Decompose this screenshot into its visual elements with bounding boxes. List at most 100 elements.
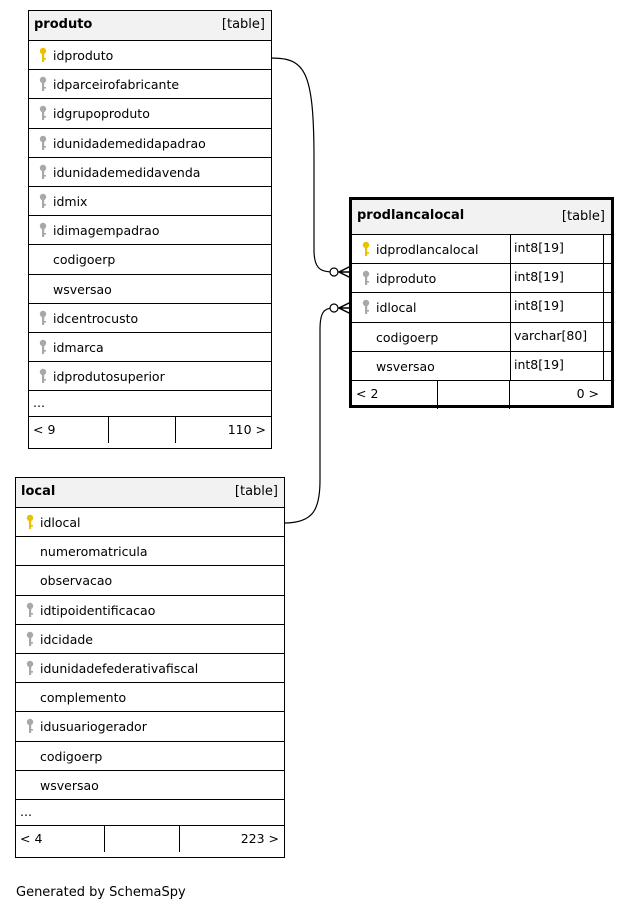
column-row[interactable]: idproduto int8[19] [352, 264, 611, 294]
column-name: idproduto [376, 271, 437, 287]
table-header: local [table] [16, 478, 284, 508]
column-name: idprodlancalocal [376, 242, 479, 257]
primary-key-icon [38, 47, 48, 63]
foreign-key-icon [25, 631, 35, 647]
column-name: wsversao [40, 777, 99, 793]
foreign-key-icon [38, 76, 48, 92]
column-row[interactable]: codigoerp varchar[80] [352, 322, 611, 352]
column-row[interactable]: idmarca [29, 333, 271, 363]
child-count[interactable]: 223 > [240, 830, 279, 846]
foreign-key-icon [361, 270, 371, 286]
table-header: prodlancalocal [table] [352, 200, 611, 235]
edge-optional-marker [329, 267, 339, 277]
column-type: int8[19] [510, 293, 604, 322]
column-name: wsversao [376, 358, 435, 374]
column-name: idcidade [40, 631, 93, 647]
column-row[interactable]: idlocal [16, 508, 284, 538]
column-type: varchar[80] [510, 322, 604, 351]
foreign-key-icon [38, 368, 48, 384]
foreign-key-icon [38, 135, 48, 151]
column-name: codigoerp [376, 329, 439, 345]
column-row[interactable]: idgrupoproduto [29, 99, 271, 129]
column-name: idimagempadrao [53, 223, 160, 239]
parent-count[interactable]: < 9 [33, 422, 56, 438]
column-name: observacao [40, 573, 113, 589]
foreign-key-icon [38, 310, 48, 326]
table-footer: < 4 223 > [16, 825, 284, 852]
column-row[interactable]: numeromatricula [16, 537, 284, 567]
table-local[interactable]: local [table] idlocal numeromatricula obse… [15, 477, 285, 858]
parent-count[interactable]: < 4 [20, 830, 43, 846]
foreign-key-icon [38, 222, 48, 238]
more-columns: ... [29, 391, 271, 418]
generated-by-label: Generated by SchemaSpy [16, 885, 186, 900]
column-type: int8[19] [510, 351, 604, 380]
column-row[interactable]: idmix [29, 187, 271, 217]
column-name: idlocal [376, 300, 417, 316]
column-row[interactable]: idtipoidentificacao [16, 596, 284, 625]
parent-count[interactable]: < 2 [356, 385, 379, 401]
column-list: idlocal numeromatricula observacao idtipoid… [16, 508, 284, 800]
table-header: produto [table] [29, 11, 271, 41]
column-name: idunidademedidavenda [53, 164, 201, 180]
column-name: idgrupoproduto [53, 106, 150, 122]
column-name: idusuariogerador [40, 719, 147, 735]
column-name: idunidademedidapadrao [53, 135, 206, 151]
child-count[interactable]: 110 > [227, 422, 266, 438]
foreign-key-icon [38, 193, 48, 209]
column-row[interactable]: complemento [16, 683, 284, 713]
column-row[interactable]: idprodutosuperior [29, 362, 271, 392]
column-name: idproduto [53, 48, 114, 63]
column-name: codigoerp [40, 748, 103, 764]
column-row[interactable]: idunidadefederativafiscal [16, 654, 284, 684]
foreign-key-icon [25, 602, 35, 618]
column-row[interactable]: idcidade [16, 625, 284, 654]
column-name: idmix [53, 193, 88, 209]
table-name[interactable]: prodlancalocal [357, 208, 465, 223]
table-kind: [table] [561, 209, 605, 224]
column-name: codigoerp [53, 252, 116, 268]
column-name: idparceirofabricante [53, 77, 180, 93]
table-name[interactable]: produto [34, 17, 93, 32]
foreign-key-icon [38, 164, 48, 180]
column-row[interactable]: idimagempadrao [29, 216, 271, 246]
table-name[interactable]: local [21, 484, 56, 499]
column-row[interactable]: codigoerp [16, 742, 284, 771]
child-count[interactable]: 0 > [576, 385, 599, 401]
column-row[interactable]: idusuariogerador [16, 712, 284, 742]
column-row[interactable]: idproduto [29, 41, 271, 71]
column-type: int8[19] [510, 235, 604, 264]
column-row[interactable]: wsversao [29, 275, 271, 304]
column-row[interactable]: idparceirofabricante [29, 70, 271, 100]
edge-prodlancalocal-local [283, 307, 334, 524]
column-row[interactable]: idunidademedidavenda [29, 158, 271, 187]
foreign-key-icon [38, 105, 48, 121]
primary-key-icon [361, 241, 371, 257]
column-name: numeromatricula [40, 544, 148, 560]
more-columns: ... [16, 800, 284, 826]
table-produto[interactable]: produto [table] idproduto idparceirofabri… [28, 10, 272, 449]
column-row[interactable]: codigoerp [29, 245, 271, 275]
column-row[interactable]: wsversao [16, 771, 284, 800]
column-row[interactable]: idunidademedidapadrao [29, 129, 271, 158]
column-name: idunidadefederativafiscal [40, 660, 199, 676]
column-name: complemento [40, 690, 127, 706]
column-row[interactable]: idlocal int8[19] [352, 293, 611, 323]
foreign-key-icon [361, 299, 371, 315]
column-name: idcentrocusto [53, 310, 139, 326]
edge-optional-marker [329, 303, 339, 313]
table-footer: < 2 0 > [352, 380, 611, 409]
table-kind: [table] [234, 484, 278, 499]
column-row[interactable]: observacao [16, 566, 284, 596]
column-list: idproduto idparceirofabricante idgrupoprod… [29, 41, 271, 392]
column-name: idmarca [53, 339, 104, 355]
column-row[interactable]: wsversao int8[19] [352, 351, 611, 381]
table-kind: [table] [221, 17, 265, 32]
column-name: idprodutosuperior [53, 369, 165, 385]
column-name: idlocal [40, 515, 81, 530]
column-type: int8[19] [510, 264, 604, 293]
column-row[interactable]: idcentrocusto [29, 304, 271, 333]
column-row[interactable]: idprodlancalocal int8[19] [352, 235, 611, 265]
